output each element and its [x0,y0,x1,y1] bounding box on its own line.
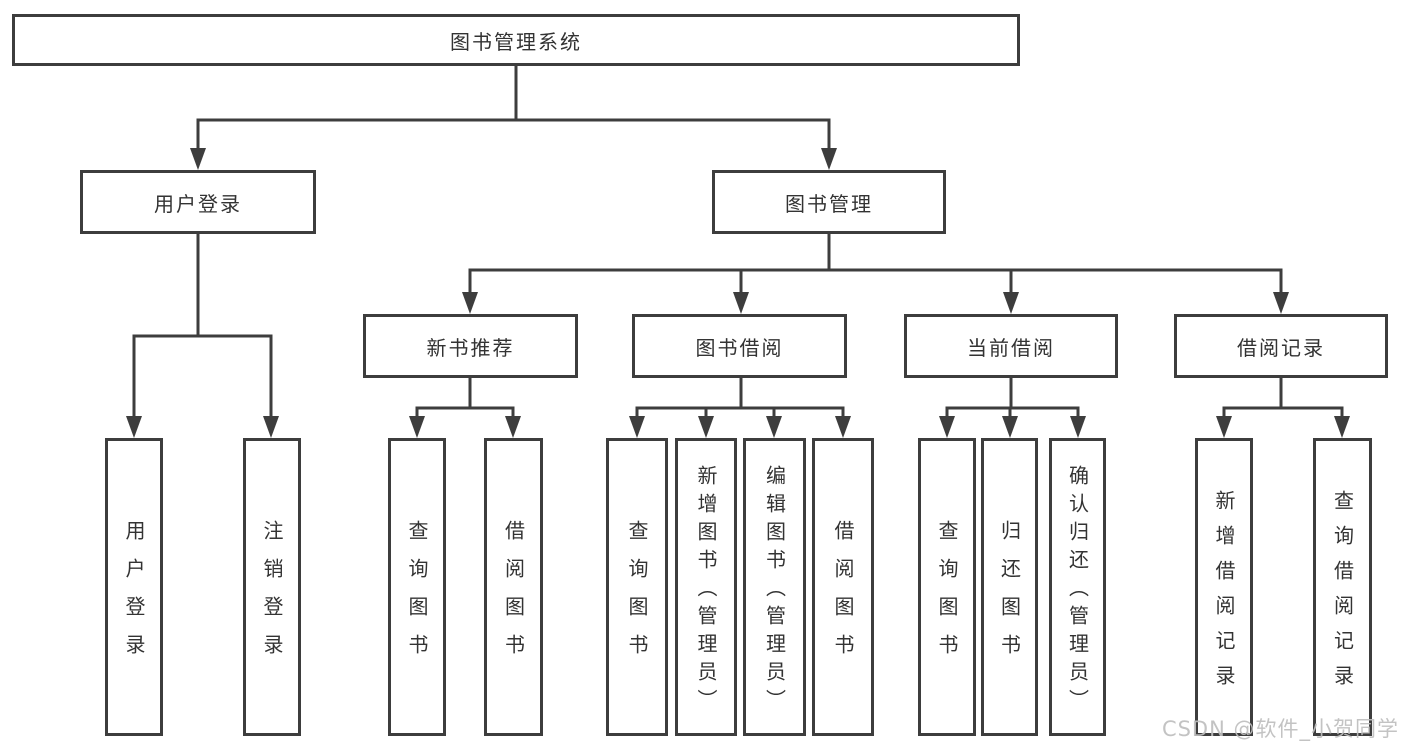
node-current-borrowing: 当前借阅 [904,314,1118,378]
node-add-books-admin: 新增图书（管理员） [675,438,737,736]
node-label: 查询借阅记录 [1330,489,1355,700]
node-label: 注销登录 [260,520,284,672]
node-query-borrow-record: 查询借阅记录 [1313,438,1372,736]
node-label: 归还图书 [997,520,1022,672]
node-label: 用户登录 [154,191,242,216]
node-label: 借阅记录 [1237,335,1325,360]
node-label: 借阅图书 [831,520,855,672]
node-query-books-current: 查询图书 [918,438,976,736]
node-query-books-recommend: 查询图书 [388,438,446,736]
node-label: 新书推荐 [426,335,515,360]
node-label: 确认归还（管理员） [1065,465,1090,717]
node-logout: 注销登录 [243,438,301,736]
node-label: 新增图书（管理员） [694,465,718,717]
node-new-book-recommend: 新书推荐 [363,314,578,378]
node-label: 图书管理 [785,191,873,216]
node-edit-books-admin: 编辑图书（管理员） [743,438,806,736]
node-book-borrowing: 图书借阅 [632,314,847,378]
node-label: 图书管理系统 [450,29,582,54]
node-library-management-system: 图书管理系统 [12,14,1020,66]
node-user-login-leaf: 用户登录 [105,438,163,736]
node-label: 用户登录 [122,520,146,672]
node-label: 图书借阅 [695,335,784,360]
node-add-borrow-record: 新增借阅记录 [1195,438,1253,736]
node-label: 查询图书 [625,520,649,672]
node-label: 新增借阅记录 [1212,489,1236,700]
node-label: 查询图书 [405,520,429,672]
node-confirm-return-admin: 确认归还（管理员） [1049,438,1106,736]
node-book-management: 图书管理 [712,170,946,234]
node-user-login: 用户登录 [80,170,316,234]
node-label: 借阅图书 [501,520,526,672]
node-borrow-books-leaf: 借阅图书 [812,438,874,736]
csdn-watermark: CSDN @软件_小贺同学 [1161,717,1399,741]
node-return-books: 归还图书 [981,438,1038,736]
node-label: 编辑图书（管理员） [762,465,787,717]
node-label: 当前借阅 [967,335,1055,360]
node-query-books-borrow: 查询图书 [606,438,668,736]
node-borrow-books-recommend: 借阅图书 [484,438,543,736]
node-label: 查询图书 [935,520,959,672]
node-borrow-records: 借阅记录 [1174,314,1388,378]
